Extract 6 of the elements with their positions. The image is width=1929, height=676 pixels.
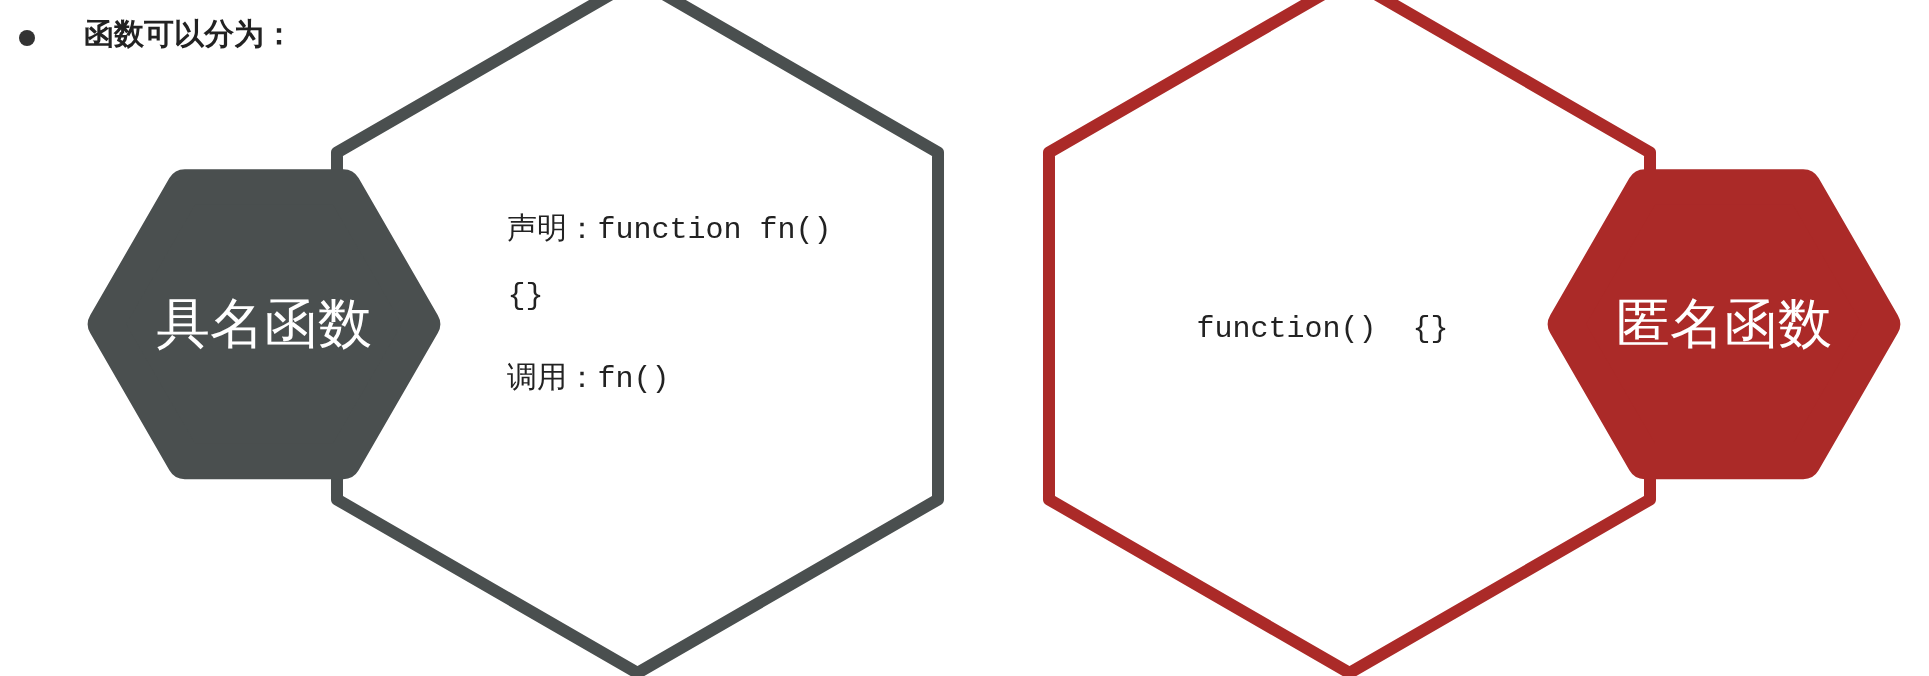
code-text: 声明：function fn() {} [507, 212, 833, 315]
category-label: 具名函数 [156, 290, 372, 357]
code-text: function() {} [1196, 311, 1450, 348]
code-text: 调用：fn() [507, 361, 671, 398]
category-label: 匿名函数 [1616, 290, 1832, 357]
heading: 函数可以分为： [84, 15, 294, 53]
